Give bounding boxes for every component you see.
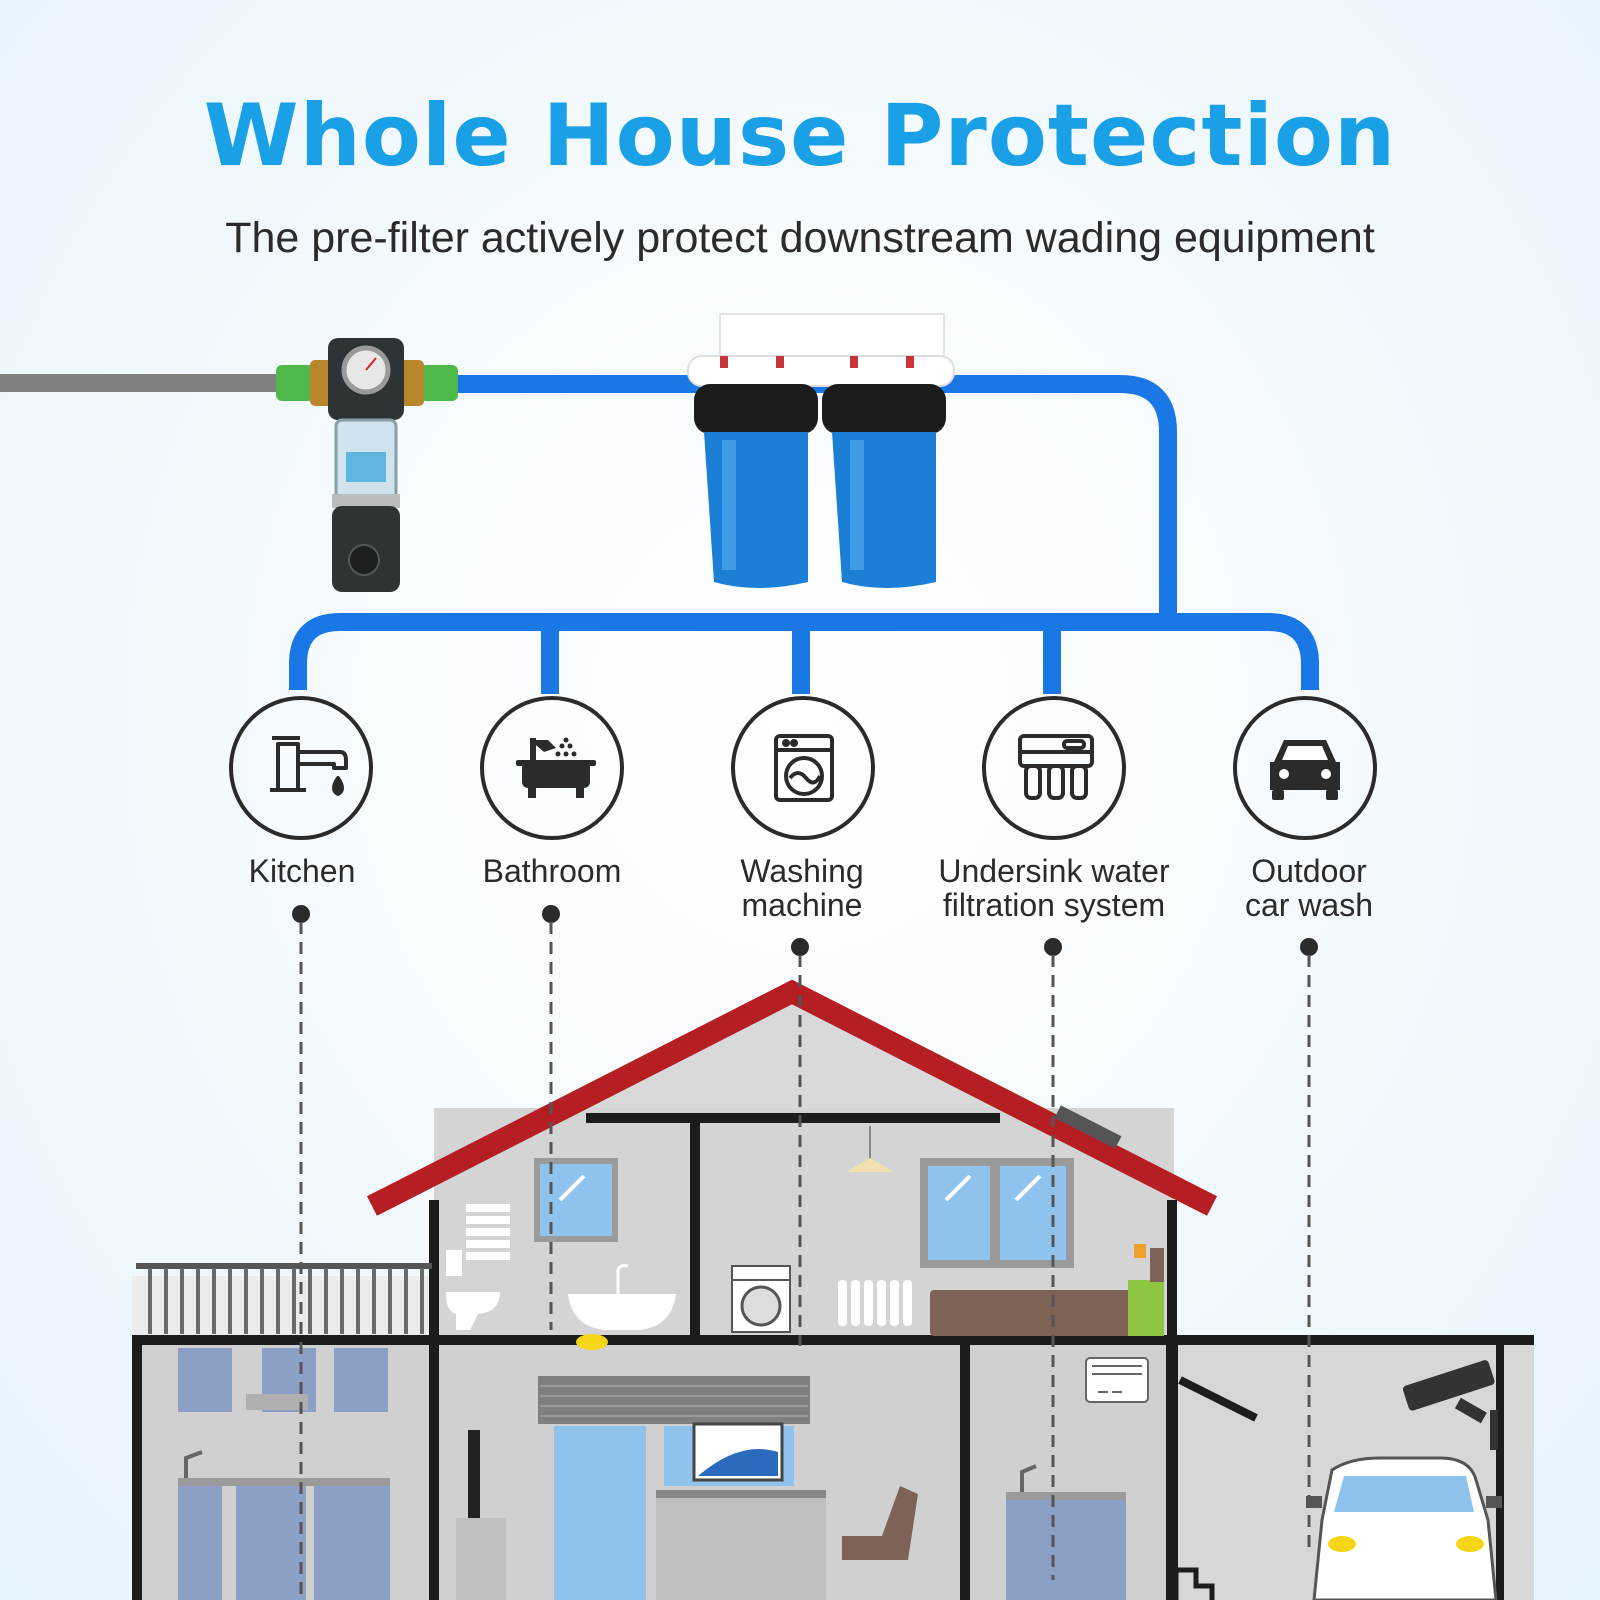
undersink-marker	[1044, 938, 1062, 956]
washing-machine-marker	[791, 938, 809, 956]
leader-lines	[299, 922, 1311, 1600]
car-icon	[1270, 740, 1340, 800]
outlet-circle-car-wash	[1233, 696, 1377, 840]
outlet-label-car-wash: Outdoor car wash	[1244, 853, 1374, 923]
distribution-pipes	[289, 375, 1319, 694]
outlet-circle-undersink	[982, 696, 1126, 840]
house-illustration	[132, 979, 1534, 1600]
inlet-pipe	[0, 374, 290, 392]
undersink-filter-icon	[1018, 734, 1094, 800]
page-subtitle: The pre-filter actively protect downstre…	[225, 214, 1375, 262]
page-title: Whole House Protection	[203, 86, 1397, 186]
washing-machine-icon	[774, 734, 834, 802]
outlet-circle-bathroom	[480, 696, 624, 840]
outlet-circle-washing-machine	[731, 696, 875, 840]
bathtub-icon	[516, 737, 596, 798]
outlet-circle-kitchen	[229, 696, 373, 840]
pre-filter	[276, 338, 458, 592]
outlet-label-washing-machine: Washing machine	[740, 853, 864, 923]
twin-filter-housing	[687, 313, 955, 588]
outlet-label-bathroom: Bathroom	[482, 853, 622, 889]
car-wash-marker	[1300, 938, 1318, 956]
kitchen-marker	[292, 905, 310, 923]
bathroom-marker	[542, 905, 560, 923]
outlet-label-undersink: Undersink water filtration system	[938, 853, 1170, 923]
outlet-label-kitchen: Kitchen	[248, 853, 356, 889]
faucet-icon	[270, 736, 348, 796]
